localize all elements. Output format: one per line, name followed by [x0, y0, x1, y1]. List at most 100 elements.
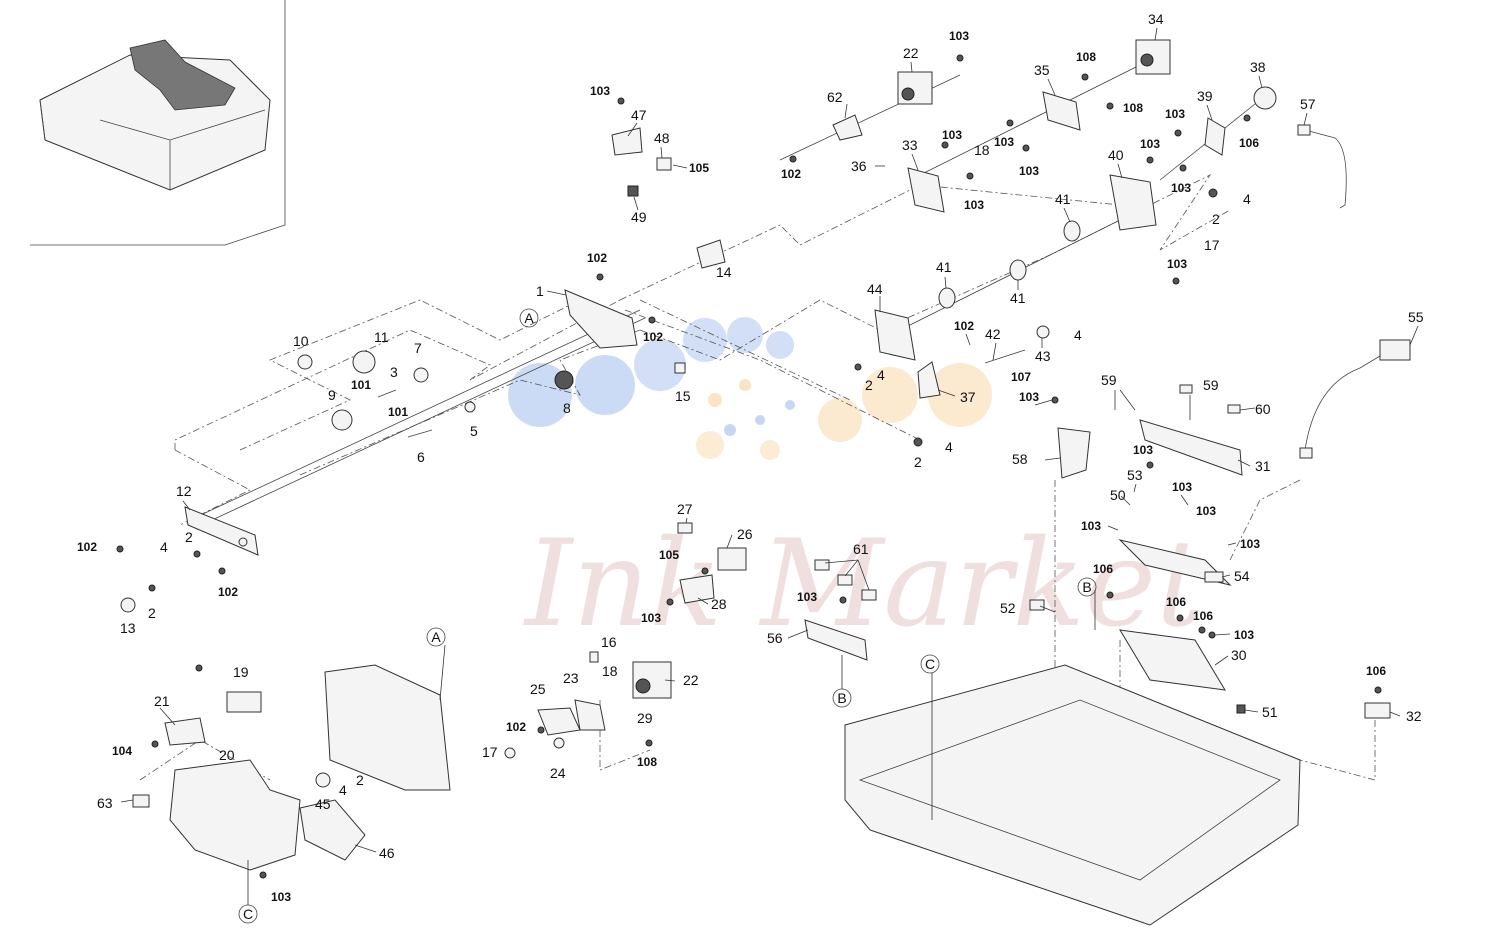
- leader: [1239, 407, 1256, 411]
- assembly-line: [1139, 173, 1231, 251]
- screw: [218, 567, 226, 575]
- callout-a-bottom: [426, 627, 446, 647]
- cable-57: [1304, 129, 1347, 209]
- screw: [956, 54, 964, 62]
- fastener-label: 102: [643, 330, 663, 344]
- callout-a-top-label: A: [524, 310, 534, 326]
- bracket-47: [611, 127, 643, 156]
- screw: [537, 726, 545, 734]
- label-leaders: [120, 27, 1419, 853]
- screw: [1146, 156, 1154, 164]
- sensor-16: [589, 651, 599, 663]
- fastener-label: 106: [1166, 595, 1186, 609]
- side-frame-rear: [169, 759, 301, 871]
- switch-48: [656, 157, 672, 171]
- fastener-label: 103: [994, 135, 1014, 149]
- fastener-label: 102: [781, 167, 801, 181]
- part-label: 7: [414, 340, 422, 356]
- assembly-line: [1299, 720, 1376, 781]
- fastener-label: 105: [689, 161, 709, 175]
- part-label: 43: [1035, 348, 1051, 364]
- gear-13: [120, 597, 136, 613]
- watermark-dot: [708, 393, 722, 407]
- part-label: 50: [1110, 487, 1126, 503]
- shaft: [194, 317, 646, 529]
- spring-27: [677, 522, 693, 534]
- clip-61b: [837, 574, 853, 586]
- motor-22-shaft: [901, 87, 915, 101]
- part-label: 39: [1197, 88, 1213, 104]
- fastener-label: 103: [1167, 257, 1187, 271]
- part-label: 54: [1234, 568, 1250, 584]
- fastener-label: 102: [954, 319, 974, 333]
- frame-1: [564, 289, 638, 349]
- leader: [633, 196, 639, 211]
- part-label: 10: [293, 333, 309, 349]
- leader: [672, 164, 688, 169]
- part-label: 46: [379, 845, 395, 861]
- connector-55b: [1299, 447, 1313, 459]
- watermark-dot: [818, 398, 862, 442]
- leader: [546, 290, 567, 296]
- inset-feeder-edges: [39, 99, 266, 190]
- screw: [1006, 119, 1014, 127]
- cable-55: [1304, 349, 1391, 451]
- screws: [116, 54, 1382, 879]
- part-label: 42: [985, 326, 1001, 342]
- leader: [439, 644, 446, 701]
- motor-19: [226, 691, 262, 713]
- leader: [1389, 711, 1401, 717]
- part-label: 53: [1127, 467, 1143, 483]
- part-label: 38: [1250, 59, 1266, 75]
- board-54-connector: [1204, 571, 1224, 583]
- part-label: 13: [120, 620, 136, 636]
- callout-b-left-label: B: [837, 690, 846, 706]
- part-label: 17: [482, 744, 498, 760]
- part-label: 45: [315, 796, 331, 812]
- screw: [1198, 626, 1206, 634]
- leader: [660, 146, 663, 159]
- gear-24: [553, 737, 565, 749]
- part-label: 41: [936, 259, 952, 275]
- assembly-line: [174, 449, 251, 526]
- leader: [685, 517, 688, 524]
- part-label: 37: [960, 389, 976, 405]
- parts: [120, 39, 1411, 926]
- bracket-12: [184, 506, 259, 556]
- motor-34-shaft: [1140, 53, 1154, 67]
- bracket-58: [1057, 427, 1091, 479]
- part-label: 56: [767, 630, 783, 646]
- part-label: 48: [654, 130, 670, 146]
- motor-38: [1253, 86, 1277, 110]
- part-label: 57: [1300, 96, 1316, 112]
- part-label: 21: [154, 693, 170, 709]
- block-52: [1029, 599, 1045, 611]
- part-label: 63: [97, 795, 113, 811]
- bracket-62: [832, 114, 863, 141]
- bearing-7: [413, 367, 429, 383]
- callout-a-bottom-label: A: [431, 629, 441, 645]
- part-labels: 1 2 2 2 2 2 2 3 4 4 4 4 4 4 5 6 7 8 9 10…: [97, 11, 1424, 861]
- solenoid-26: [717, 547, 747, 571]
- part-label: 2: [914, 454, 922, 470]
- fastener-label: 101: [351, 378, 371, 392]
- fastener-label: 108: [1123, 101, 1143, 115]
- callout-b-right-label: B: [1082, 579, 1091, 595]
- connector-55: [1379, 339, 1411, 361]
- leader: [159, 707, 176, 726]
- overview-inset: [30, 0, 286, 246]
- bearing-43: [1036, 325, 1050, 339]
- watermark-dot: [760, 440, 780, 460]
- fastener-label: 103: [1240, 537, 1260, 551]
- fastener-label: 103: [641, 611, 661, 625]
- bracket-28: [679, 574, 715, 604]
- fastener-label: 102: [77, 540, 97, 554]
- part-label: 4: [945, 439, 953, 455]
- part-label: 17: [1204, 237, 1220, 253]
- watermark-dot: [739, 379, 751, 391]
- callouts: A A B B C C: [238, 308, 1097, 924]
- fastener-label: 103: [1171, 181, 1191, 195]
- screw: [1106, 102, 1114, 110]
- part-label: 31: [1255, 458, 1271, 474]
- leader: [120, 799, 134, 803]
